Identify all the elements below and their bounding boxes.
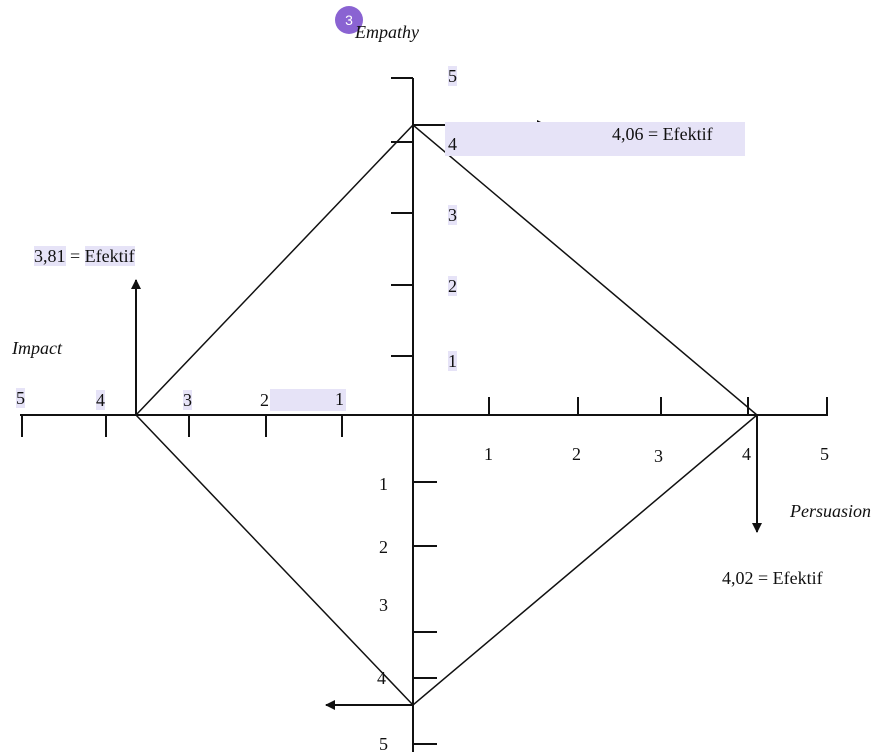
tick-label-right-4: 4 [742,444,751,464]
result-impact-value: 3,81 [34,246,66,266]
tick-label-left-5: 5 [16,388,25,408]
tick-label-right-3: 3 [654,446,663,466]
tick-label-left-1: 1 [335,389,344,409]
axis-title-persuasion: Persuasion [790,501,871,521]
step-badge: 3 [335,6,363,34]
tick-label-bottom-4: 4 [377,668,386,688]
result-impact-eq: = [65,246,85,266]
tick-label-top-4: 4 [448,134,457,154]
result-persuasion-label: Efektif [772,568,823,588]
tick-label-left-3: 3 [183,390,192,410]
result-persuasion-eq: = [753,568,773,588]
result-empathy-label: Efektif [662,124,713,144]
axis-title-impact: Impact [12,338,62,358]
highlight-bar-left [270,389,346,411]
result-empathy-eq: = [643,124,663,144]
tick-label-top-1: 1 [448,351,457,371]
result-empathy-value: 4,06 [612,124,644,144]
tick-label-top-2: 2 [448,276,457,296]
result-persuasion-value: 4,02 [722,568,754,588]
tick-label-bottom-5: 5 [379,734,388,754]
tick-label-bottom-1: 1 [379,474,388,494]
tick-label-bottom-3: 3 [379,595,388,615]
result-persuasion: 4,02 = Efektif [722,568,823,588]
tick-label-right-1: 1 [484,444,493,464]
tick-label-right-2: 2 [572,444,581,464]
tick-label-right-5: 5 [820,444,829,464]
result-impact-label: Efektif [84,246,135,266]
tick-label-left-4: 4 [96,390,105,410]
tick-label-top-5: 5 [448,66,457,86]
result-impact: 3,81 = Efektif [34,246,135,266]
result-empathy: 4,06 = Efektif [612,124,713,144]
tick-label-bottom-2: 2 [379,537,388,557]
tick-label-top-3: 3 [448,205,457,225]
axis-title-empathy: Empathy [355,22,419,42]
tick-label-left-2: 2 [260,390,269,410]
